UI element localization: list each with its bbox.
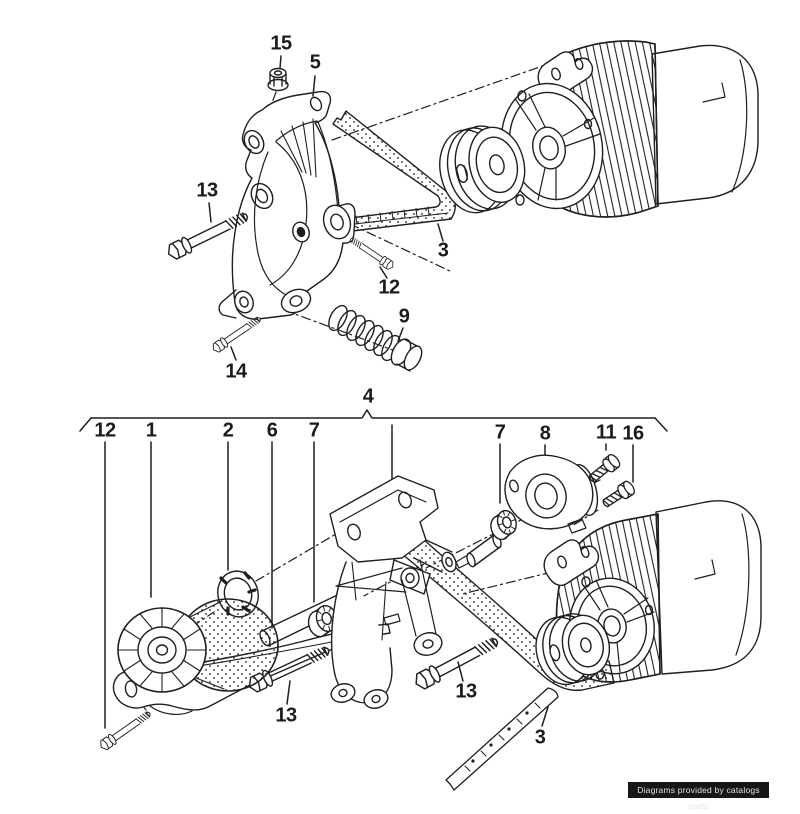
callout-13: 13 xyxy=(275,704,297,727)
alternator-rear-housing xyxy=(651,44,759,205)
callout-12: 12 xyxy=(94,419,116,442)
bracket-4-main xyxy=(329,475,457,709)
bolt-14 xyxy=(210,313,264,355)
callout-7: 7 xyxy=(494,421,506,444)
alternator-bottom xyxy=(543,500,762,683)
top-assembly xyxy=(164,40,759,372)
stud-16 xyxy=(599,478,638,512)
bolt-12-bottom xyxy=(97,708,154,753)
alternator-top xyxy=(439,40,759,218)
alternator-rear-housing-bottom xyxy=(655,500,762,675)
callout-4: 4 xyxy=(362,385,374,408)
stud-11 xyxy=(585,451,623,487)
alternator-pulley-bottom xyxy=(535,613,611,686)
callout-11: 11 xyxy=(595,421,617,444)
callout-8: 8 xyxy=(539,422,551,445)
leader-lines-top xyxy=(208,55,444,361)
alternator-mount-lug-bottom xyxy=(543,539,600,587)
spring-9 xyxy=(328,304,423,372)
group-4-bracket-line xyxy=(79,409,668,487)
callout-2: 2 xyxy=(222,419,234,442)
bottom-assembly xyxy=(79,409,762,791)
callout-13: 13 xyxy=(196,179,218,202)
callout-3: 3 xyxy=(437,239,449,262)
leader-lines-bottom xyxy=(104,441,634,729)
callout-14: 14 xyxy=(225,360,247,383)
spring-plug xyxy=(390,338,423,372)
callout-1: 1 xyxy=(145,419,157,442)
bracket-5 xyxy=(218,90,356,320)
callout-7: 7 xyxy=(308,419,320,442)
callout-6: 6 xyxy=(266,419,278,442)
damper-rod xyxy=(455,533,502,569)
bolt-12-top xyxy=(347,234,396,272)
callout-12: 12 xyxy=(378,276,400,299)
callout-13: 13 xyxy=(455,680,477,703)
callout-3: 3 xyxy=(534,726,546,749)
watermark-badge: Diagrams provided by catalogs parts xyxy=(628,782,769,811)
alternator-pulley xyxy=(439,125,526,214)
tensioner-damper-8 xyxy=(455,454,599,569)
callout-16: 16 xyxy=(622,422,644,445)
bearing-7-right xyxy=(490,509,517,541)
callout-15: 15 xyxy=(270,32,292,55)
nut-15 xyxy=(267,67,289,92)
callout-9: 9 xyxy=(398,305,410,328)
alternator-front-ring xyxy=(500,82,604,210)
tensioner-pulley-1 xyxy=(117,598,279,693)
callout-5: 5 xyxy=(309,51,321,74)
